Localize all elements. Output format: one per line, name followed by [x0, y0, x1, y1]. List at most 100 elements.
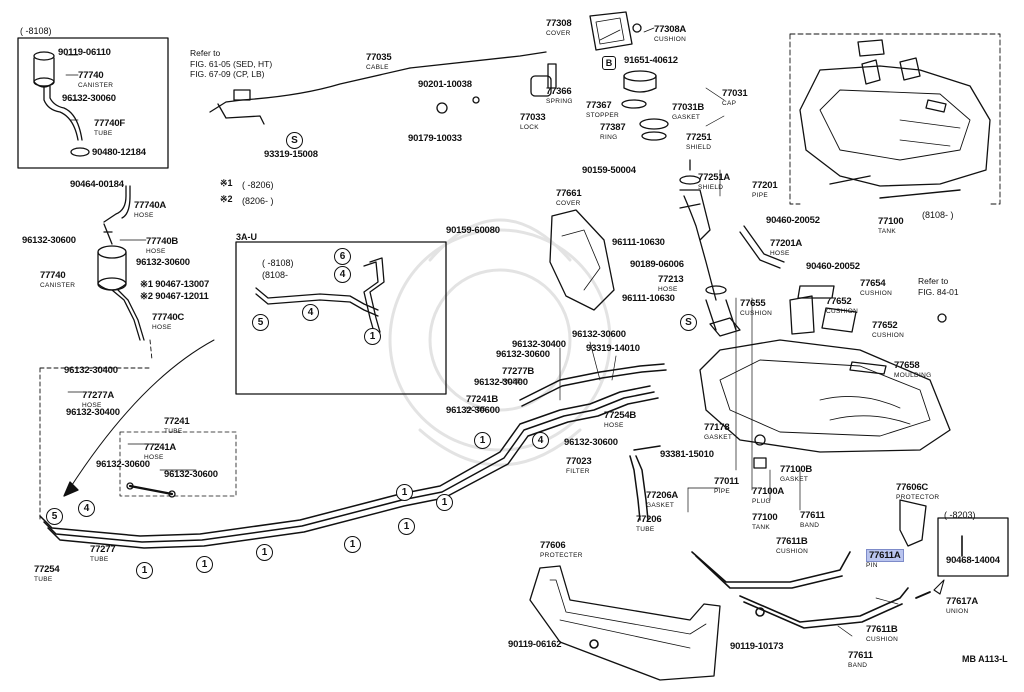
- tank-bands: [589, 551, 909, 649]
- part-label: 96132-30600: [446, 405, 500, 416]
- marker-1: 1: [436, 494, 453, 511]
- canister-inset-box: [17, 37, 169, 169]
- variant-range-b: (8108-: [262, 270, 289, 280]
- marker-s: S: [680, 314, 697, 331]
- part-label: 96132-30600: [136, 257, 190, 268]
- marker-5: 5: [252, 314, 269, 331]
- cover-77661: [549, 209, 615, 311]
- marker-6: 6: [334, 248, 351, 265]
- part-label: 90460-20052: [806, 261, 860, 272]
- fuel-lid-group: [436, 11, 669, 141]
- part-label: 96132-30400: [512, 339, 566, 350]
- part-label: 96132-30600: [564, 437, 618, 448]
- marker-1: 1: [396, 484, 413, 501]
- part-label: 96132-30600: [22, 235, 76, 246]
- note-k2-range: (8206- ): [242, 196, 274, 206]
- part-label: 93381-15010: [660, 449, 714, 460]
- note-k1-range: ( -8206): [242, 180, 274, 190]
- part-label: 91651-40612: [624, 55, 678, 66]
- part-label: 90159-50004: [582, 165, 636, 176]
- part-label: 96132-30600: [164, 469, 218, 480]
- part-label: 96111-10630: [622, 293, 675, 304]
- part-label: 93319-15008: [264, 149, 318, 160]
- part-label: 90119-06110: [58, 47, 111, 58]
- marker-b: B: [602, 56, 616, 70]
- marker-1: 1: [196, 556, 213, 573]
- part-label: 90460-20052: [766, 215, 820, 226]
- variant-inset-box: [235, 241, 447, 395]
- part-label: 96132-30400: [66, 407, 120, 418]
- part-label: 93319-14010: [586, 343, 640, 354]
- part-label: 96132-30060: [62, 93, 116, 104]
- part-label: 90464-00184: [70, 179, 124, 190]
- variant-range-a: ( -8108): [262, 258, 294, 268]
- part-label: 96132-30400: [64, 365, 118, 376]
- part-label: ※1 90467-13007: [140, 279, 210, 290]
- marker-1: 1: [474, 432, 491, 449]
- part-label: 96111-10630: [612, 237, 665, 248]
- range-note-top-left: ( -8108): [20, 26, 52, 36]
- range-note-pin: ( -8203): [944, 510, 976, 520]
- leader-lines: [67, 27, 899, 637]
- diagram-code: MB A113-L: [962, 654, 1008, 664]
- note-k2: ※2: [220, 194, 233, 204]
- tube-77241: [126, 482, 176, 498]
- part-label: 96132-30400: [474, 377, 528, 388]
- fuel-tank-lower: [699, 285, 951, 469]
- marker-1: 1: [364, 328, 381, 345]
- marker-1: 1: [344, 536, 361, 553]
- canister-top-left: [33, 51, 90, 157]
- part-label: 96132-30600: [96, 459, 150, 470]
- marker-s: S: [286, 132, 303, 149]
- variant-pipes: [255, 257, 385, 333]
- protecter-77606: [529, 565, 721, 681]
- marker-4: 4: [78, 500, 95, 517]
- range-note-tank: (8108- ): [922, 210, 954, 220]
- part-label: 90159-60080: [446, 225, 500, 236]
- part-label: 90179-10033: [408, 133, 462, 144]
- part-label: ※2 90467-12011: [140, 291, 209, 302]
- part-label: 96132-30600: [496, 349, 550, 360]
- fill-pipe-assembly: [679, 159, 785, 331]
- cable-assembly: [209, 51, 547, 125]
- part-label: 90468-14004: [946, 555, 1000, 566]
- variant-label: 3A-U: [236, 232, 258, 242]
